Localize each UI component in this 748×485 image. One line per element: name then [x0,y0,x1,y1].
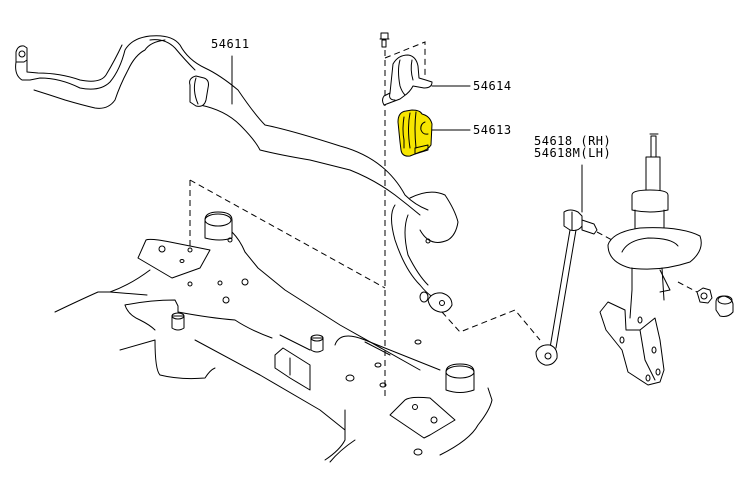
assembly-line-nut [677,281,698,293]
assembly-line-strut [596,231,613,241]
part-label-54611[interactable]: 54611 [211,37,250,51]
stabilizer-connecting-rod[interactable] [535,209,598,366]
bolt[interactable] [379,32,390,48]
strut-assembly[interactable] [599,133,702,386]
front-subframe[interactable] [54,179,493,463]
assembly-line-link [441,309,541,341]
bushing-clamp[interactable] [382,41,433,106]
stabilizer-bushing[interactable] [397,109,433,157]
nut[interactable] [696,287,713,304]
stabilizer-bar[interactable] [15,35,459,313]
part-label-54618m-lh[interactable]: 54618M(LH) [534,146,612,160]
part-label-54613[interactable]: 54613 [473,123,512,137]
part-label-54614[interactable]: 54614 [473,79,512,93]
part-label-54618-rh[interactable]: 54618 (RH) [534,134,612,148]
dust-cap[interactable] [715,295,734,317]
